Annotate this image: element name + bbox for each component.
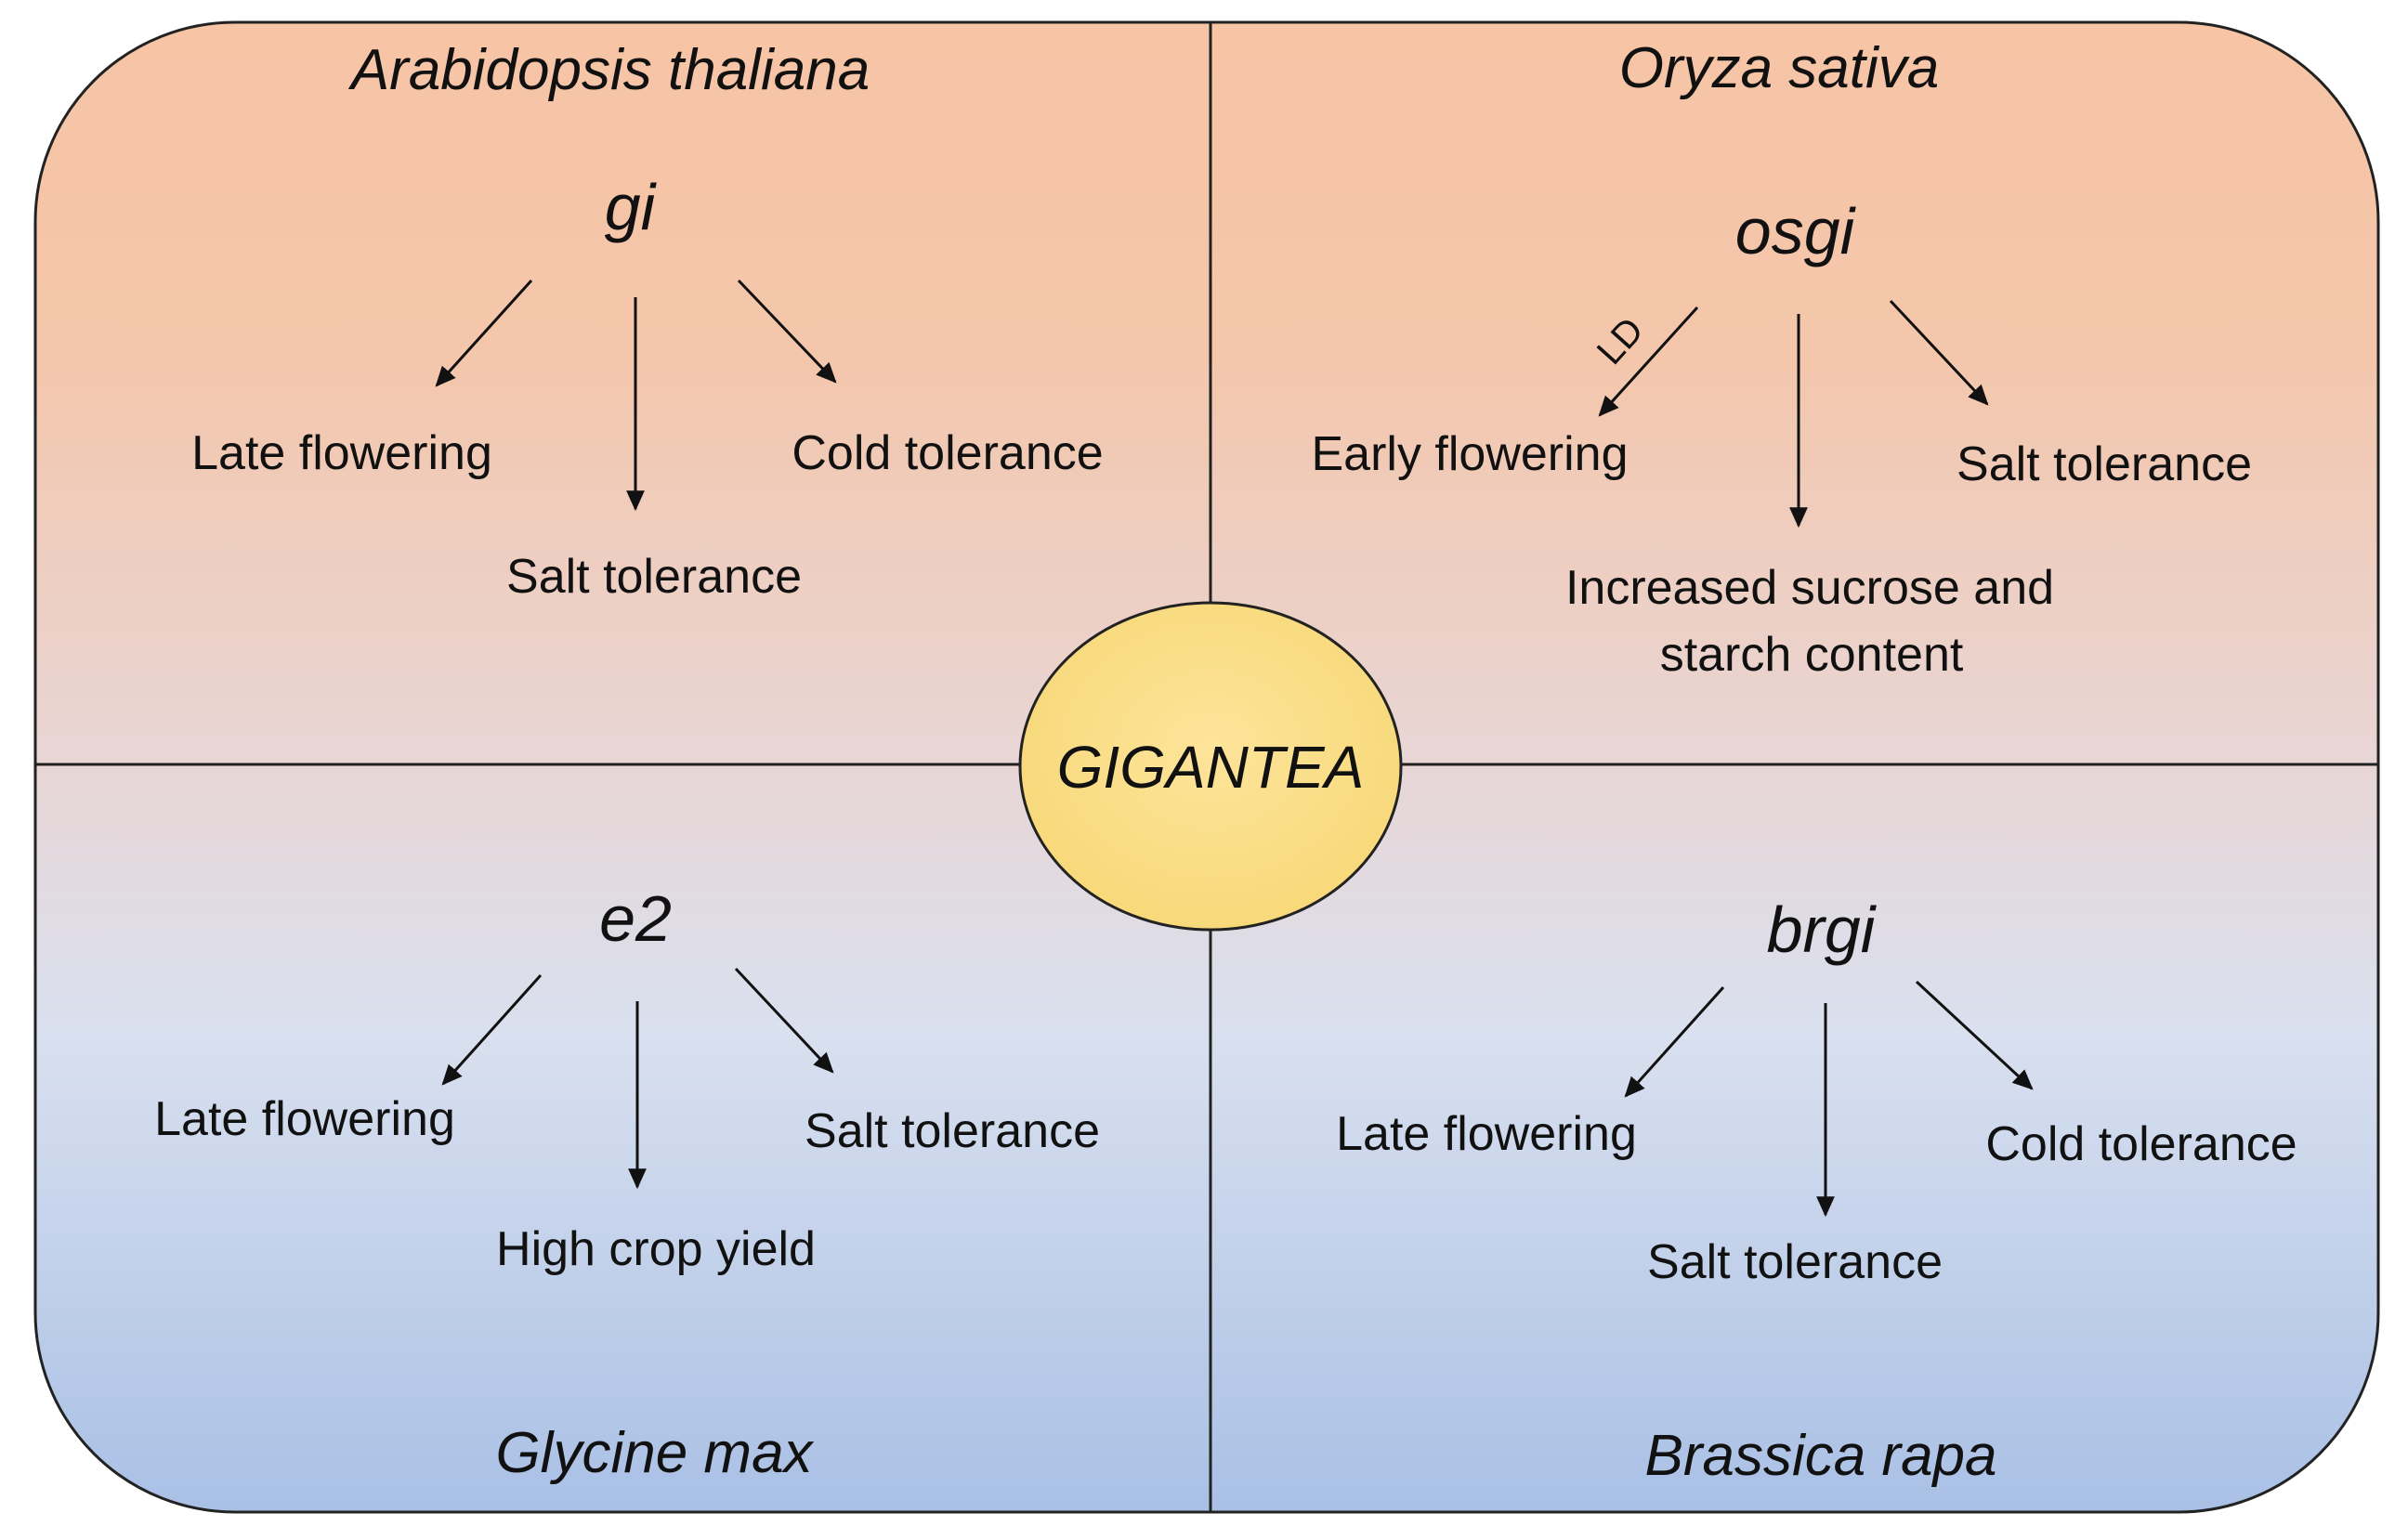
effect-label: Cold tolerance [1985,1117,2297,1171]
arrow-to-salt-tolerance [1889,299,1989,406]
center-ellipse [1018,601,1403,932]
gene-name: brgi [1767,893,1878,966]
quadrant-arabidopsis: Arabidopsis thaliana gi Late flowering S… [191,38,1104,604]
center-label: GIGANTEA [1057,734,1365,801]
arrow-to-late-flowering [1624,985,1725,1098]
arrow-to-early-flowering [1598,306,1699,417]
effect-label: starch content [1660,628,1964,682]
quadrant-oryza: Oryza sativa osgi LD Early flowering Inc… [1311,36,2252,682]
species-name: Oryza sativa [1619,36,1940,100]
gene-name: gi [605,171,658,243]
quadrant-glycine: e2 Late flowering High crop yield Salt t… [154,882,1100,1485]
effect-label: Late flowering [191,426,492,480]
arrow-to-late-flowering [435,279,533,387]
effect-label: Cold tolerance [792,426,1103,480]
effect-label: Salt tolerance [506,550,802,604]
effect-label: Salt tolerance [1956,437,2252,491]
species-name: Glycine max [495,1421,814,1485]
effect-label: Late flowering [154,1092,455,1146]
effect-label: Salt tolerance [1647,1235,1943,1289]
effect-label: Increased sucrose and [1565,561,2054,615]
arrow-to-salt-tolerance [734,967,834,1074]
effect-label: Salt tolerance [805,1104,1100,1158]
quadrant-brassica: brgi Late flowering Salt tolerance Cold … [1336,893,2297,1488]
gene-name: osgi [1735,195,1857,267]
effect-label: High crop yield [496,1222,816,1276]
effect-label: Late flowering [1336,1107,1637,1161]
arrow-to-cold-tolerance [737,279,837,384]
species-name: Arabidopsis thaliana [347,38,870,102]
arrow-to-late-flowering [441,973,543,1086]
effect-label: Early flowering [1311,427,1628,481]
gene-name: e2 [599,882,672,955]
arrow-to-cold-tolerance [1915,980,2034,1090]
species-name: Brassica rapa [1644,1424,1996,1488]
